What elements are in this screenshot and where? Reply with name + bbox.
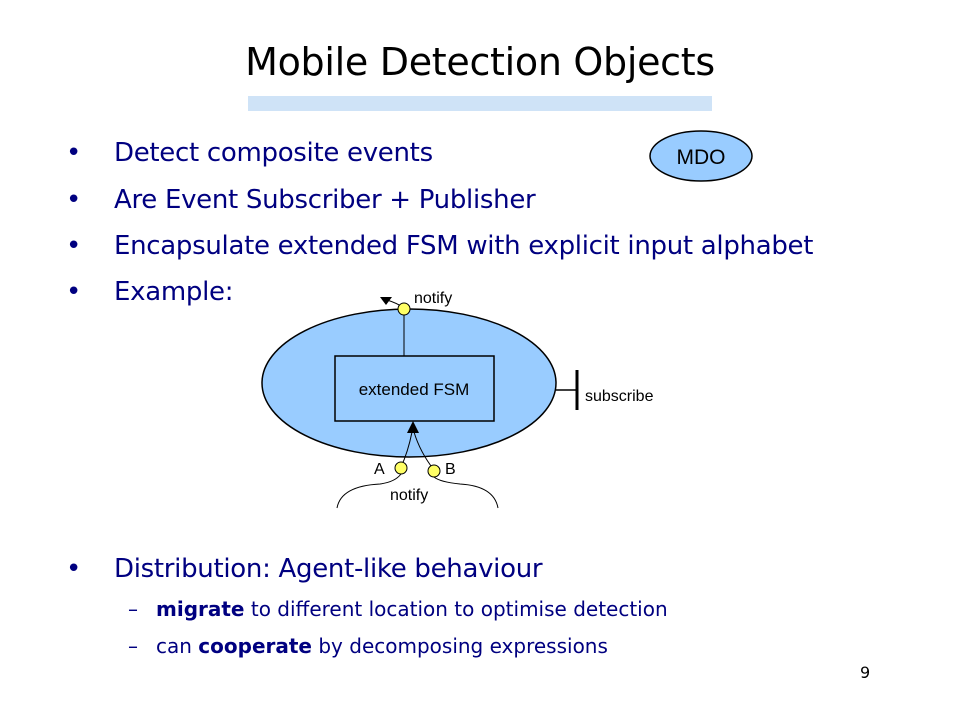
input-b-port (427, 464, 441, 478)
output-arrowhead-icon (380, 297, 392, 305)
notify-input-label: notify (390, 487, 428, 504)
bullet-text: Detect composite events (114, 138, 433, 168)
fsm-label: extended FSM (359, 380, 470, 399)
bullet-text: Are Event Subscriber + Publisher (114, 185, 536, 215)
input-a-line (400, 431, 413, 468)
output-curve (386, 299, 405, 309)
bullet-text: Distribution: Agent-like behaviour (114, 554, 543, 584)
notify-output-port (397, 302, 411, 316)
bullet-text: Encapsulate extended FSM with explicit i… (114, 231, 814, 261)
subscribe-label: subscribe (585, 388, 654, 405)
input-a-label: A (374, 461, 385, 478)
title-underline (248, 96, 712, 111)
sub-bullet-pre: can (156, 634, 199, 658)
sub-bullet-text: migrate to different location to optimis… (156, 597, 668, 621)
input-b-line (413, 431, 435, 471)
input-arrowhead-icon (407, 421, 419, 433)
fsm-box (334, 355, 495, 422)
sub-bullet-text: can cooperate by decomposing expressions (156, 634, 608, 658)
bold-term: cooperate (198, 634, 312, 658)
slide-title: Mobile Detection Objects (245, 40, 715, 84)
bullet-marker: • (66, 138, 82, 168)
mdo-legend-label: MDO (677, 146, 726, 169)
bullet-marker: • (66, 185, 82, 215)
bullet-marker: • (66, 554, 82, 584)
bold-term: migrate (156, 597, 245, 621)
bullet-text: Example: (114, 277, 234, 307)
sub-bullet-rest: by decomposing expressions (312, 634, 608, 658)
bullet-marker: • (66, 277, 82, 307)
sub-bullet-rest: to different location to optimise detect… (244, 597, 668, 621)
sub-bullet-dash: – (128, 597, 138, 621)
mdo-legend-ellipse (649, 130, 753, 182)
incoming-curve-right (433, 476, 499, 509)
input-a-port (394, 461, 408, 475)
page-number: 9 (860, 663, 871, 682)
sub-bullet-dash: – (128, 634, 138, 658)
mdo-ellipse (261, 308, 557, 458)
bullet-marker: • (66, 231, 82, 261)
incoming-curve-left (336, 473, 402, 509)
notify-output-label: notify (414, 290, 452, 307)
input-b-label: B (445, 461, 456, 478)
